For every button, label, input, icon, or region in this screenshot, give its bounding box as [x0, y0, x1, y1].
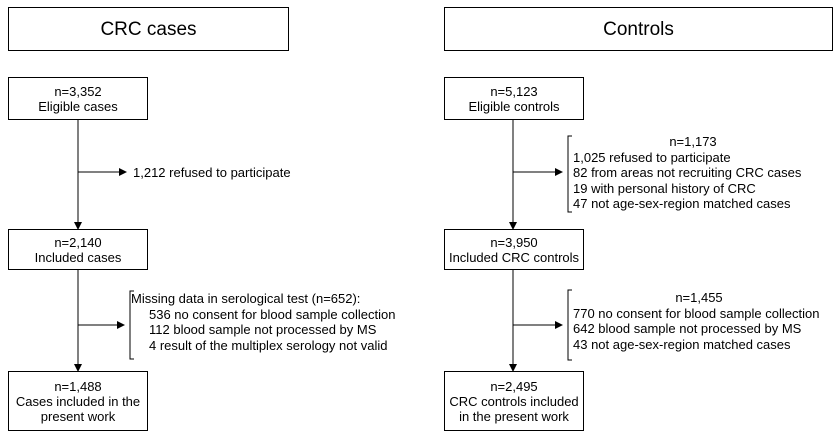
- final-controls-label-2: in the present work: [459, 408, 569, 424]
- missing-serology-item: 112 blood sample not processed by MS: [149, 322, 377, 337]
- excluded-controls-2-title: n=1,455: [675, 290, 723, 305]
- final-controls-label-1: CRC controls included: [449, 393, 579, 409]
- bracket-excluded-controls-1: [567, 135, 572, 213]
- box-eligible-controls: n=5,123 Eligible controls: [444, 77, 584, 120]
- bracket-missing-serology: [129, 290, 134, 360]
- box-included-controls: n=3,950 Included CRC controls: [444, 229, 584, 270]
- header-crc-cases: CRC cases: [8, 7, 289, 51]
- box-included-cases: n=2,140 Included cases: [8, 229, 148, 270]
- included-cases-label: Included cases: [34, 249, 122, 265]
- included-controls-count: n=3,950: [490, 234, 538, 250]
- excluded-controls-2-item: 43 not age-sex-region matched cases: [573, 336, 791, 352]
- eligible-controls-count: n=5,123: [490, 83, 538, 99]
- final-cases-label-1: Cases included in the: [15, 393, 141, 409]
- box-eligible-cases: n=3,352 Eligible cases: [8, 77, 148, 120]
- final-cases-count: n=1,488: [54, 378, 102, 394]
- bracket-excluded-controls-2: [567, 289, 572, 361]
- note-excluded-controls-2: n=1,455 770 no consent for blood sample …: [573, 290, 825, 352]
- excluded-controls-1-item: 47 not age-sex-region matched cases: [573, 196, 791, 211]
- eligible-cases-label: Eligible cases: [38, 98, 118, 114]
- missing-serology-item: 536 no consent for blood sample collecti…: [149, 306, 396, 322]
- note-missing-serology: Missing data in serological test (n=652)…: [131, 291, 395, 353]
- excluded-controls-1-title: n=1,173: [669, 134, 717, 149]
- excluded-controls-1-item: 1,025 refused to participate: [573, 149, 731, 165]
- eligible-cases-count: n=3,352: [54, 83, 102, 99]
- included-controls-label: Included CRC controls: [448, 249, 580, 265]
- note-refused-cases: 1,212 refused to participate: [133, 165, 291, 180]
- excluded-controls-1-item: 82 from areas not recruiting CRC cases: [573, 165, 802, 180]
- final-cases-label-2: present work: [40, 408, 116, 424]
- excluded-controls-1-item: 19 with personal history of CRC: [573, 180, 756, 196]
- header-controls: Controls: [444, 7, 833, 51]
- missing-serology-title: Missing data in serological test (n=652)…: [131, 291, 361, 306]
- excluded-controls-2-item: 770 no consent for blood sample collecti…: [573, 305, 820, 321]
- final-controls-count: n=2,495: [490, 378, 538, 394]
- note-excluded-controls-1: n=1,173 1,025 refused to participate 82 …: [573, 134, 813, 212]
- box-final-cases: n=1,488 Cases included in the present wo…: [8, 371, 148, 431]
- included-cases-count: n=2,140: [54, 234, 102, 250]
- box-final-controls: n=2,495 CRC controls included in the pre…: [444, 371, 584, 431]
- missing-serology-item: 4 result of the multiplex serology not v…: [149, 337, 388, 353]
- excluded-controls-2-item: 642 blood sample not processed by MS: [573, 321, 802, 336]
- eligible-controls-label: Eligible controls: [468, 98, 560, 114]
